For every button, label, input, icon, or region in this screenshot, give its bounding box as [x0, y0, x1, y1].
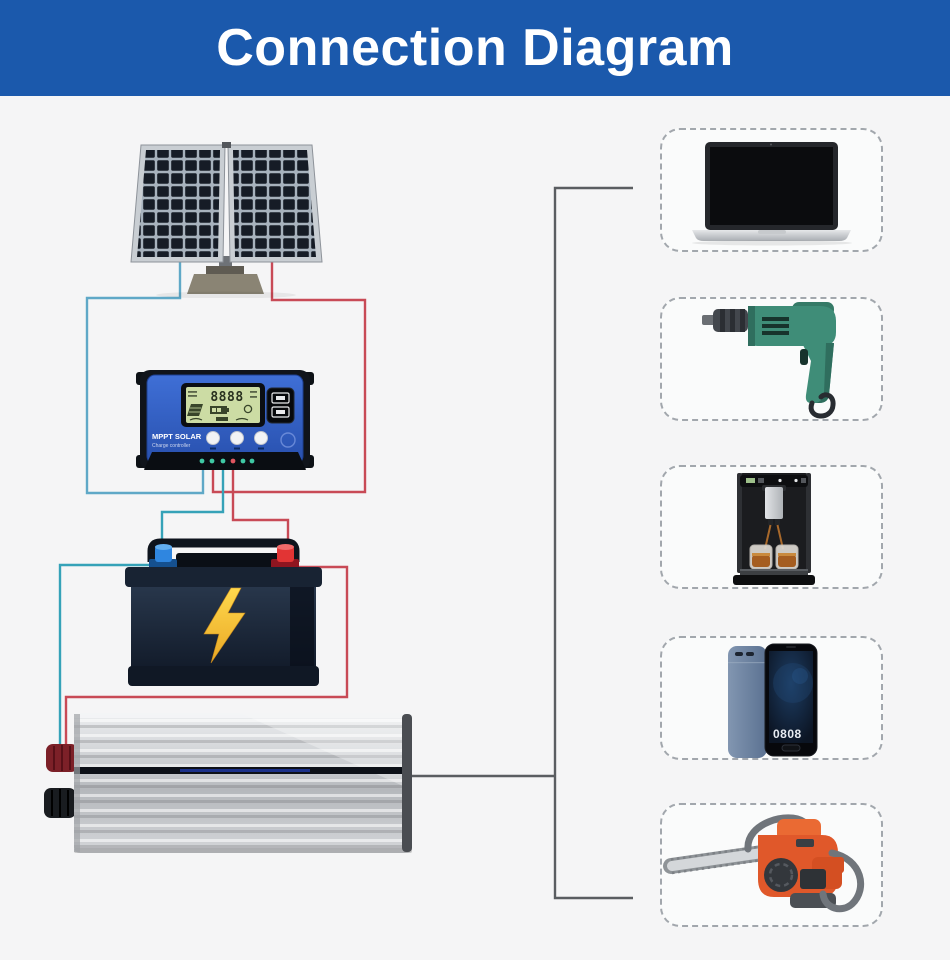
phone-back [728, 646, 767, 758]
solar-panel [130, 142, 323, 298]
chainsaw-rear-handle [819, 849, 865, 913]
laptop-screen [705, 142, 838, 230]
phone-home-button [781, 744, 801, 752]
laptop-base [692, 230, 852, 246]
battery [125, 538, 322, 686]
power-inverter [44, 713, 412, 853]
solar-panel-mount [156, 256, 296, 298]
chainsaw-trigger [796, 839, 814, 847]
page-title: Connection Diagram [216, 19, 734, 77]
battery-positive-terminal [271, 544, 299, 569]
appliance-box-chainsaw [660, 803, 883, 927]
chainsaw-engine [758, 819, 842, 908]
drill-handle [800, 343, 834, 403]
solar-panel-left [130, 144, 226, 263]
phone-front: 0808 [764, 643, 818, 757]
lcd-arrow-icon-2 [235, 417, 249, 421]
lightning-bolt-icon [203, 587, 246, 664]
chainsaw-starter [764, 858, 798, 892]
coffee-machine [733, 473, 815, 585]
drill-body [748, 302, 836, 346]
appliance-box-coffee-machine [660, 465, 883, 589]
solar-panel-right [227, 144, 323, 263]
lcd-battery-icon [210, 406, 229, 414]
mppt-charge-controller: 8888 [136, 370, 314, 470]
phone-camera-icon [735, 652, 743, 656]
usb-ports [266, 387, 295, 424]
drill-trigger [800, 349, 808, 365]
appliance-box-smartphone: 0808 [660, 636, 883, 760]
coffee-dispenser [762, 485, 786, 550]
usb-port-icon [271, 392, 290, 404]
solar-panel-hinge [222, 142, 231, 148]
controller-logo [280, 432, 296, 448]
lcd-display: 8888 [181, 383, 265, 427]
coffee-control-panel [740, 475, 808, 487]
phone-clock: 0808 [773, 727, 802, 741]
controller-buttons [206, 431, 268, 450]
appliance-box-drill [660, 297, 883, 421]
drill-cord [808, 392, 836, 419]
usb-port-icon-2 [271, 406, 290, 418]
controller-terminal-strip [144, 452, 306, 470]
battery-body-shade [290, 569, 314, 683]
laptop [692, 142, 852, 246]
battery-bottom-flange [128, 666, 319, 686]
lcd-solar-icon [187, 404, 203, 416]
inverter-body [74, 713, 412, 853]
coffee-cups [749, 544, 799, 570]
battery-top-flange [125, 567, 322, 587]
lcd-load-icon [216, 417, 228, 421]
electric-drill [702, 302, 836, 419]
coffee-drip-tray [733, 569, 815, 585]
battery-handle [147, 538, 300, 562]
chainsaw-guide-bar [663, 845, 770, 875]
controller-brand: MPPT SOLAR [152, 432, 202, 441]
smartphone: 0808 [728, 643, 818, 758]
chainsaw [663, 814, 865, 913]
lcd-arrow-icon [189, 417, 203, 421]
battery-negative-terminal [149, 544, 177, 569]
drill-chuck [702, 309, 748, 332]
header-banner: Connection Diagram [0, 0, 950, 96]
controller-subtitle: Charge controller [152, 443, 191, 449]
lcd-value: 8888 [210, 390, 243, 405]
appliance-box-laptop [660, 128, 883, 252]
lcd-bulb-icon [243, 404, 253, 414]
wire-ac-output-trunk [553, 186, 633, 900]
